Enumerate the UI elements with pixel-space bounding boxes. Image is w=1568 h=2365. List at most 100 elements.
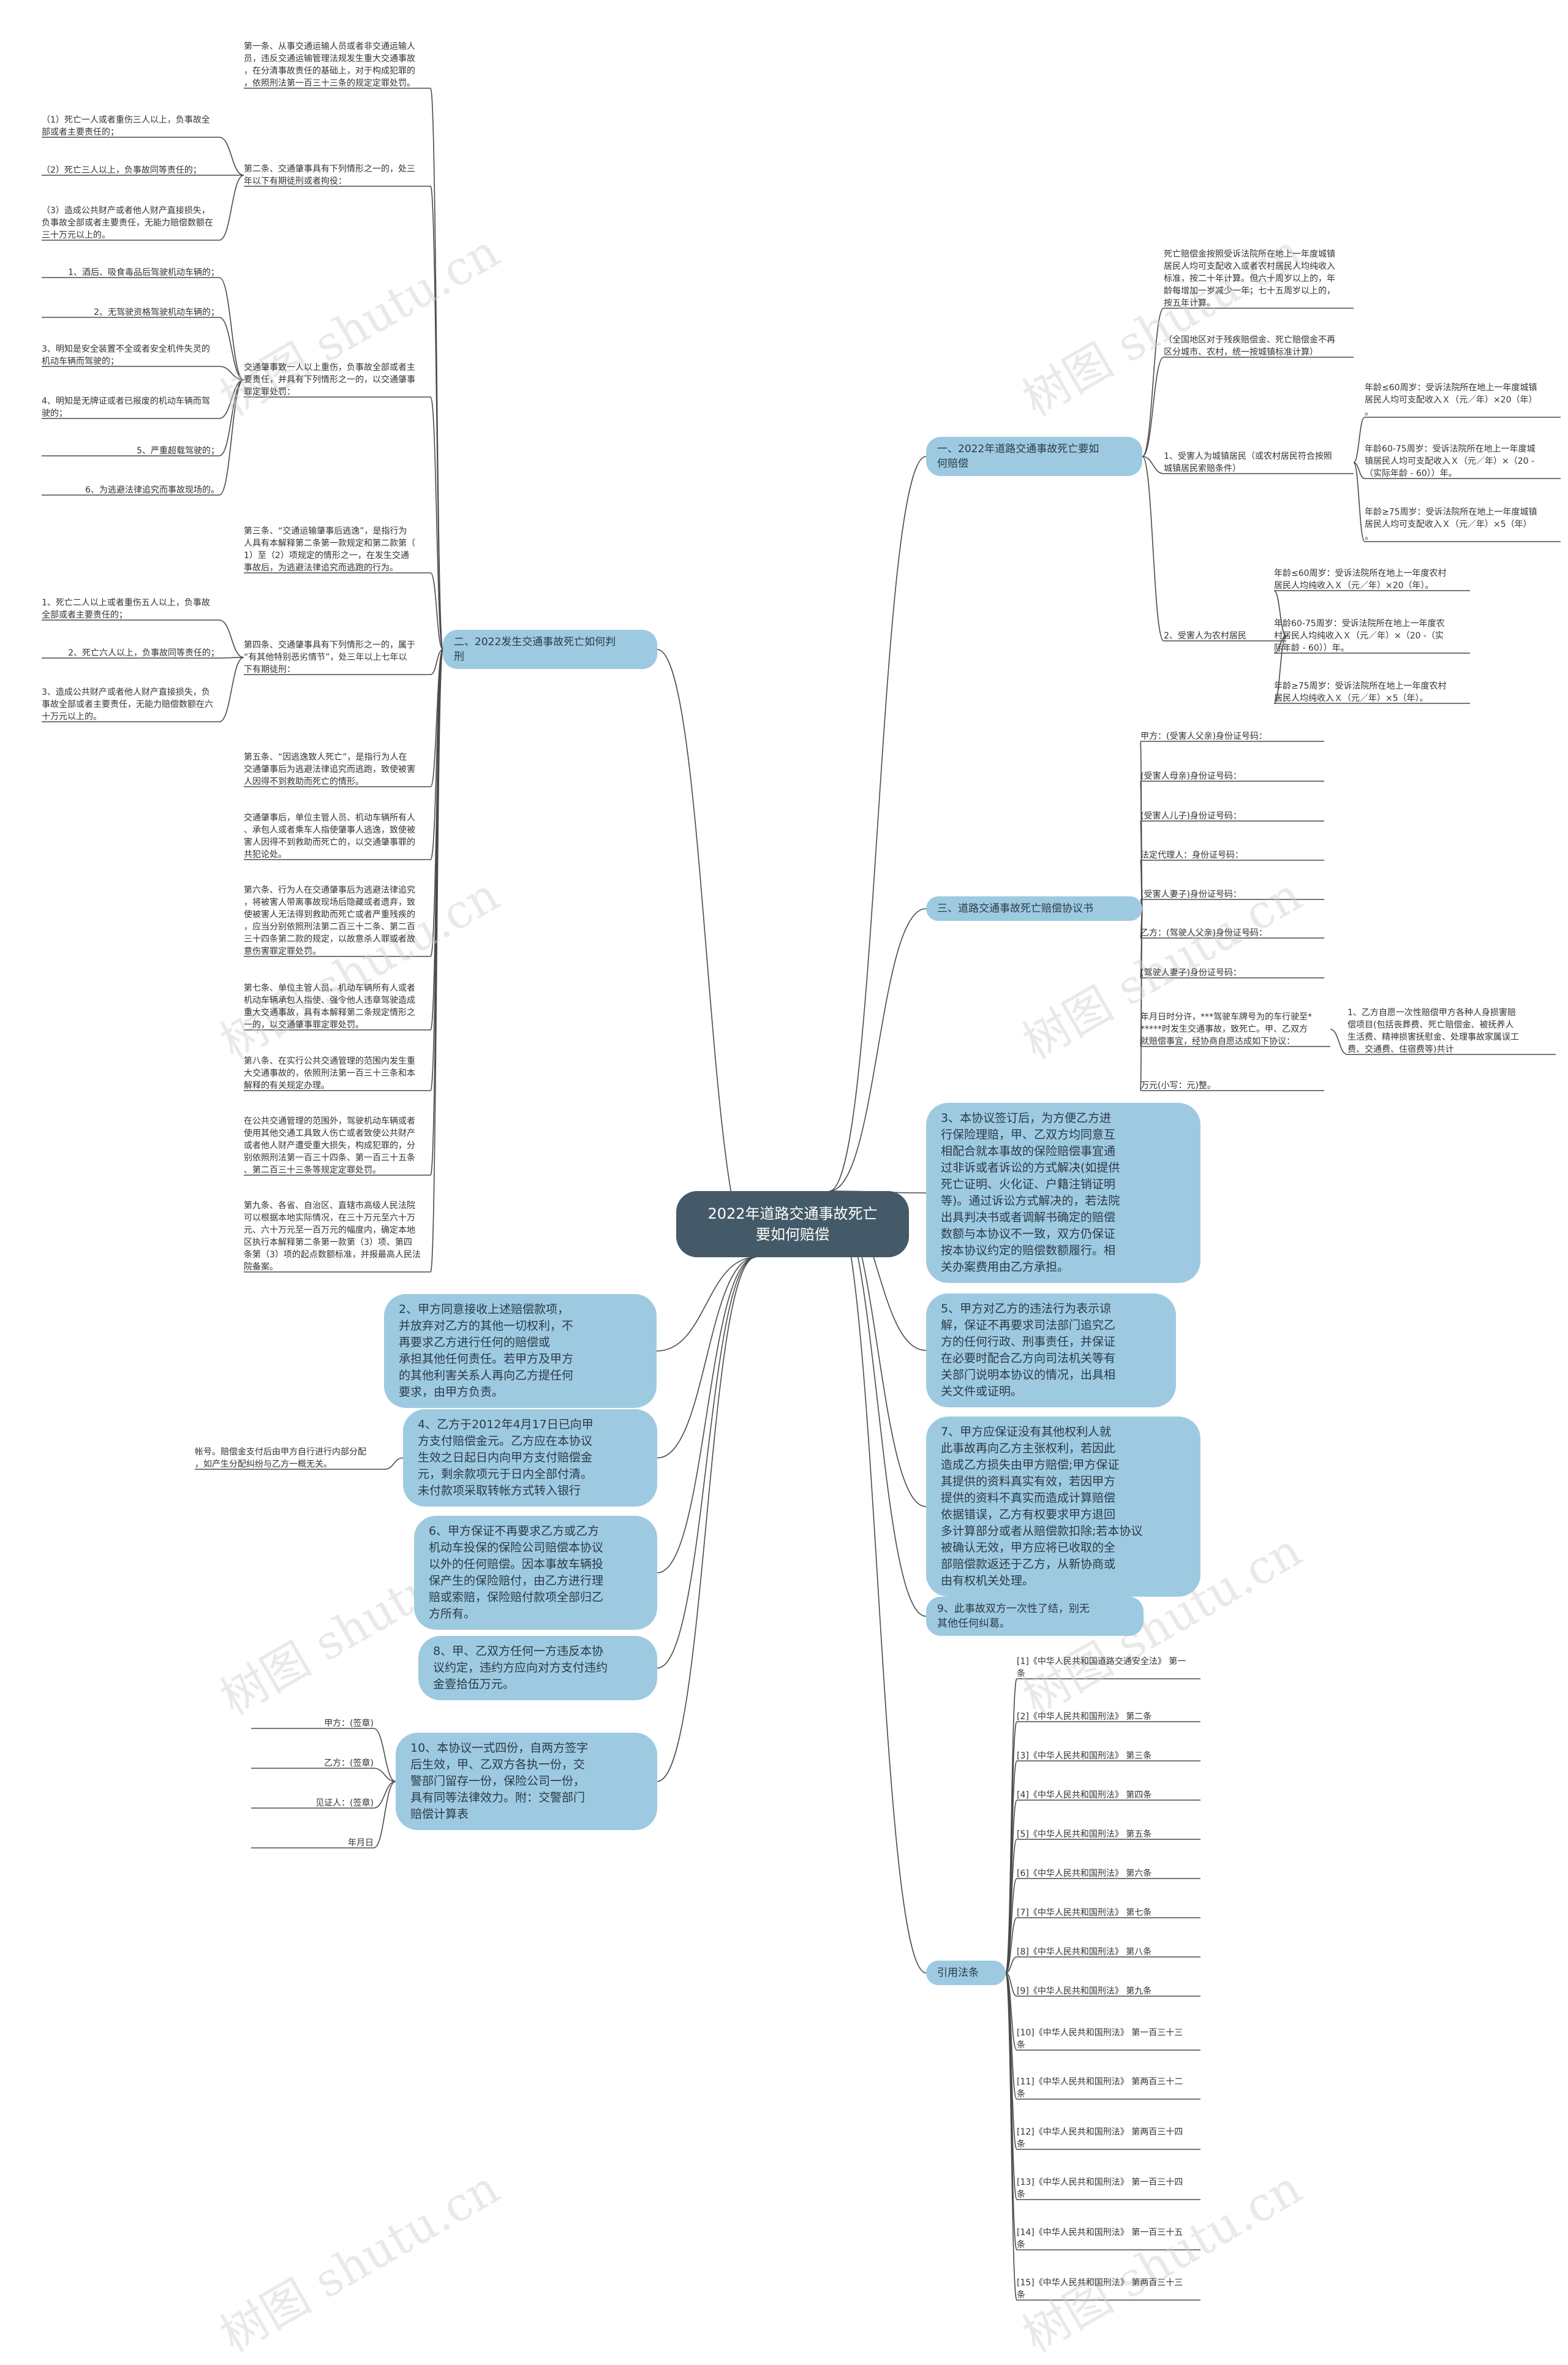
condition-text: （3）造成公共财产或者他人财产直接损失， 负事故全部或者主要责任，无能力赔偿数额… bbox=[42, 206, 213, 240]
article-text: 第三条、“交通运输肇事后逃逸”，是指行为 人具有本解释第二条第一款规定和第二款第… bbox=[244, 526, 415, 573]
reference-item: [14]《中华人民共和国刑法》 第一百三十五 条 bbox=[1017, 2228, 1183, 2250]
connector bbox=[430, 186, 443, 650]
condition-text: （2）死亡三人以上，负事故同等责任的； bbox=[42, 165, 202, 175]
clause-2[interactable]: 2、甲方同意接收上述赔偿款项， 并放弃对乙方的其他一切权利，不 再要求乙方进行任… bbox=[384, 1294, 657, 1408]
article-text: 第七条、单位主管人员、机动车辆所有人或者 机动车辆承包人指使、强令他人违章驾驶造… bbox=[244, 983, 415, 1030]
party-line: (受害人儿子)身份证号码： bbox=[1140, 811, 1242, 821]
amount-line: 万元(小写：元)整。 bbox=[1140, 1081, 1216, 1091]
connector bbox=[657, 1257, 756, 1459]
connector bbox=[219, 137, 244, 176]
party-line: 法定代理人：身份证号码： bbox=[1140, 850, 1243, 860]
signature-line: 见证人：(签章) bbox=[315, 1798, 374, 1808]
clause-4[interactable]: 4、乙方于2012年4月17日已向甲 方支付赔偿金元。乙方应在本协议 生效之日起… bbox=[403, 1409, 657, 1507]
condition-text: 4、明知是无牌证或者已报废的机动车辆而驾 驶的； bbox=[42, 396, 210, 418]
connector bbox=[657, 1257, 756, 1782]
compensation-rule: 2、受害人为农村居民 bbox=[1164, 631, 1246, 641]
reference-item: [8]《中华人民共和国刑法》 第八条 bbox=[1017, 1947, 1152, 1957]
reference-item: [11]《中华人民共和国刑法》 第两百三十二 条 bbox=[1017, 2077, 1183, 2099]
connector bbox=[219, 657, 244, 659]
signature-line: 年月日 bbox=[348, 1838, 374, 1848]
condition-text: 3、明知是安全装置不全或者安全机件失灵的 机动车辆而驾驶的； bbox=[42, 344, 210, 366]
party-line: (受害人母亲)身份证号码： bbox=[1140, 771, 1242, 781]
party-line: 甲方：(受害人父亲)身份证号码： bbox=[1140, 732, 1267, 741]
article-text: 第二条、交通肇事具有下列情形之一的，处三 年以下有期徒刑或者拘役： bbox=[244, 164, 415, 186]
signature-line: 乙方：(签章) bbox=[324, 1758, 374, 1768]
connector bbox=[373, 1728, 396, 1782]
condition-text: （1）死亡一人或者重伤三人以上，负事故全 部或者主要责任的； bbox=[42, 115, 210, 137]
article-text: 第一条、从事交通运输人员或者非交通运输人 员，违反交通运输管理法规发生重大交通事… bbox=[244, 42, 415, 88]
article-text: 第九条、各省、自治区、直辖市高级人民法院 可以根据本地实际情况，在三十万元至六十… bbox=[244, 1201, 421, 1272]
connector bbox=[373, 1780, 396, 1809]
condition-text: 1、酒后、吸食毒品后驾驶机动车辆的； bbox=[68, 268, 219, 278]
article-text: 交通肇事致一人以上重伤，负事故全部或者主 要责任，并具有下列情形之一的，以交通肇… bbox=[244, 363, 415, 397]
article-text: 第四条、交通肇事具有下列情形之一的，属于 “有其他特别恶劣情节”，处三年以上七年… bbox=[244, 640, 415, 675]
connector bbox=[1142, 308, 1164, 457]
connector bbox=[1005, 1917, 1017, 1973]
signature-line: 甲方：(签章) bbox=[324, 1719, 374, 1728]
root-topic[interactable]: 2022年道路交通事故死亡 要如何赔偿 bbox=[676, 1191, 909, 1257]
branch-references[interactable]: 引用法条 bbox=[926, 1961, 1006, 1985]
clause-7[interactable]: 7、甲方应保证没有其他权利人就 此事故再向乙方主张权利，若因此 造成乙方损失由甲… bbox=[926, 1417, 1200, 1597]
connector bbox=[384, 1457, 404, 1470]
connector bbox=[829, 1190, 927, 1973]
connector bbox=[1273, 635, 1287, 704]
reference-item: [1]《中华人民共和国道路交通安全法》 第一 条 bbox=[1017, 1657, 1186, 1679]
connector bbox=[656, 1257, 756, 1352]
reference-item: [7]《中华人民共和国刑法》 第七条 bbox=[1017, 1908, 1152, 1918]
urban-formula: 年龄60-75周岁：受诉法院所在地上一年度城 镇居民人均可支配收入Ｘ（元／年）×… bbox=[1365, 444, 1536, 479]
party-line: (驾驶人妻子)身份证号码： bbox=[1140, 968, 1242, 978]
condition-text: 2、无驾驶资格驾驶机动车辆的； bbox=[94, 308, 219, 317]
urban-formula: 年龄≤60周岁：受诉法院所在地上一年度城镇 居民人均可支配收入Ｘ（元／年）×20… bbox=[1365, 383, 1537, 417]
branch-agreement[interactable]: 三、道路交通事故死亡赔偿协议书 bbox=[926, 896, 1142, 921]
connector bbox=[430, 649, 443, 1273]
compensation-item: 1、乙方自愿一次性赔偿甲方各种人身损害赔 偿项目(包括丧葬费、死亡赔偿金、被抚养… bbox=[1348, 1008, 1519, 1054]
reference-item: [5]《中华人民共和国刑法》 第五条 bbox=[1017, 1830, 1152, 1839]
connector bbox=[219, 379, 244, 456]
clause-10[interactable]: 10、本协议一式四份，自两方签字 后生效，甲、乙双方各执一份，交 警部门留存一份… bbox=[396, 1733, 657, 1830]
connector bbox=[1273, 590, 1287, 637]
connector bbox=[657, 1257, 756, 1669]
rural-formula: 年龄≥75周岁：受诉法院所在地上一年度农村 居民人均纯收入Ｘ（元／年）×5（年）… bbox=[1274, 681, 1447, 703]
reference-item: [9]《中华人民共和国刑法》 第九条 bbox=[1017, 1986, 1152, 1996]
connector bbox=[657, 649, 756, 1258]
connector bbox=[219, 379, 244, 419]
party-line: (受害人妻子)身份证号码： bbox=[1140, 890, 1242, 899]
condition-text: 6、为逃避法律追究而事故现场的。 bbox=[85, 485, 219, 495]
article-text: 在公共交通管理的范围外，驾驶机动车辆或者 使用其他交通工具致人伤亡或者致使公共财… bbox=[244, 1116, 415, 1175]
article-text: 第八条、在实行公共交通管理的范围内发生重 大交通事故的，依照刑法第一百三十三条和… bbox=[244, 1056, 415, 1091]
reference-item: [3]《中华人民共和国刑法》 第三条 bbox=[1017, 1751, 1152, 1761]
compensation-rule: 死亡赔偿金按照受诉法院所在地上一年度城镇 居民人均可支配收入或者农村居民人均纯收… bbox=[1164, 249, 1335, 308]
connector bbox=[829, 908, 927, 1192]
compensation-rule: 1、受害人为城镇居民（或农村居民符合按照 城镇居民索赔条件） bbox=[1164, 452, 1332, 474]
reference-item: [4]《中华人民共和国刑法》 第四条 bbox=[1017, 1790, 1152, 1800]
connector bbox=[430, 649, 443, 787]
connector bbox=[657, 1257, 756, 1573]
reference-item: [12]《中华人民共和国刑法》 第两百三十四 条 bbox=[1017, 2127, 1183, 2149]
connector bbox=[1142, 456, 1164, 641]
branch-death-compensation[interactable]: 一、2022年道路交通事故死亡要如 何赔偿 bbox=[926, 437, 1142, 476]
reference-item: [6]《中华人民共和国刑法》 第六条 bbox=[1017, 1869, 1152, 1879]
clause-6[interactable]: 6、甲方保证不再要求乙方或乙方 机动车投保的保险公司赔偿本协议 以外的任何赔偿。… bbox=[414, 1516, 657, 1630]
rural-formula: 年龄≤60周岁：受诉法院所在地上一年度农村 居民人均纯收入Ｘ（元／年）×20（年… bbox=[1274, 569, 1447, 591]
clause-9[interactable]: 9、此事故双方一次性了结，别无 其他任何纠葛。 bbox=[926, 1597, 1144, 1636]
connector bbox=[219, 277, 244, 380]
party-line: 乙方：(驾驶人父亲)身份证号码： bbox=[1140, 928, 1267, 938]
connector bbox=[219, 619, 244, 658]
connector bbox=[373, 1780, 396, 1848]
connector bbox=[1140, 908, 1143, 1091]
connector bbox=[1353, 462, 1365, 479]
clause-3[interactable]: 3、本协议签订后，为方便乙方进 行保险理赔，甲、乙双方均同意互 相配合就本事故的… bbox=[926, 1103, 1200, 1283]
clause-8[interactable]: 8、甲、乙双方任何一方违反本协 议约定，违约方应向对方支付违约 金壹拾伍万元。 bbox=[418, 1636, 657, 1700]
article-text: 第六条、行为人在交通肇事后为逃避法律追究 ，将被害人带离事故现场后隐藏或者遗弃，… bbox=[244, 885, 415, 956]
clause-5[interactable]: 5、甲方对乙方的违法行为表示谅 解，保证不再要求司法部门追究乙 方的任何行政、刑… bbox=[926, 1293, 1176, 1407]
connector bbox=[1353, 462, 1365, 542]
connector bbox=[219, 379, 244, 496]
article-text: 交通肇事后，单位主管人员、机动车辆所有人 、承包人或者乘车人指使肇事人逃逸，致使… bbox=[244, 813, 415, 860]
rural-formula: 年龄60-75周岁：受诉法院所在地上一年度农 村居民人均纯收入Ｘ（元／年）×（2… bbox=[1274, 619, 1445, 653]
connector bbox=[1005, 1972, 1017, 2301]
urban-formula: 年龄≥75周岁：受诉法院所在地上一年度城镇 居民人均可支配收入Ｘ（元／年）×5（… bbox=[1365, 507, 1537, 542]
reference-item: [10]《中华人民共和国刑法》 第一百三十三 条 bbox=[1017, 2028, 1183, 2050]
condition-text: 2、死亡六人以上，负事故同等责任的； bbox=[68, 648, 219, 658]
branch-criminal-sentencing[interactable]: 二、2022发生交通事故死亡如何判 刑 bbox=[443, 630, 657, 669]
reference-item: [15]《中华人民共和国刑法》 第两百三十三 条 bbox=[1017, 2278, 1183, 2300]
